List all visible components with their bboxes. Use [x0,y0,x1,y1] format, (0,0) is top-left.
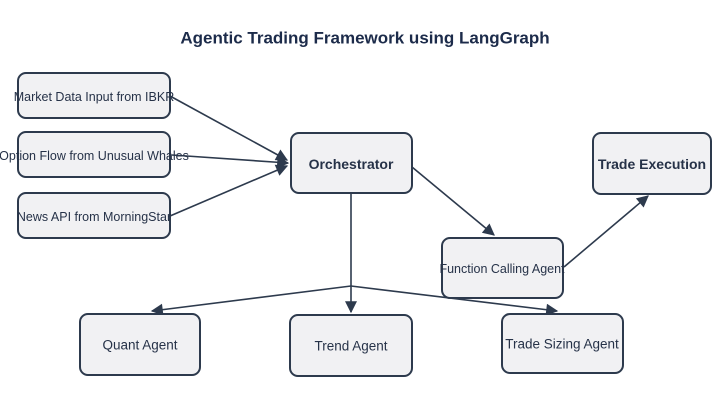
node-box [289,314,413,377]
edge-option-flow-to-orchestrator [171,154,290,169]
node-label: Trade Execution [598,156,706,172]
node-news-api: News API from MorningStar [17,192,171,239]
node-box [592,132,712,195]
node-box [441,237,564,299]
node-box [17,131,171,178]
node-label: Option Flow from Unusual Whales [0,149,189,163]
node-option-flow: Option Flow from Unusual Whales [0,131,189,178]
node-trend-agent: Trend Agent [289,314,413,377]
node-label: Trade Sizing Agent [505,337,619,352]
node-box [17,192,171,239]
node-trade-sizing-agent: Trade Sizing Agent [501,313,624,374]
node-quant-agent: Quant Agent [79,313,201,376]
node-market-data-input: Market Data Input from IBKR [14,72,174,119]
node-box [290,132,413,194]
node-box [79,313,201,376]
node-label: Quant Agent [102,338,177,353]
node-label: Orchestrator [309,156,394,172]
diagram-title: Agentic Trading Framework using LangGrap… [180,29,549,48]
edge-function-calling-to-trade-execution [563,195,649,268]
node-box [17,72,171,119]
node-trade-execution: Trade Execution [592,132,712,195]
node-label: Market Data Input from IBKR [14,90,174,104]
node-function-calling-agent: Function Calling Agent [439,237,565,299]
edge-news-api-to-orchestrator [169,164,289,217]
edge-orchestrator-to-quant [150,285,352,316]
edge-market-data-to-orchestrator [169,95,289,161]
node-label: Trend Agent [314,339,387,354]
node-orchestrator: Orchestrator [290,132,413,194]
edge-orchestrator-to-function-calling [411,166,495,236]
node-label: News API from MorningStar [17,210,171,224]
node-label: Function Calling Agent [439,262,565,276]
edges-layer [150,95,649,316]
node-box [501,313,624,374]
